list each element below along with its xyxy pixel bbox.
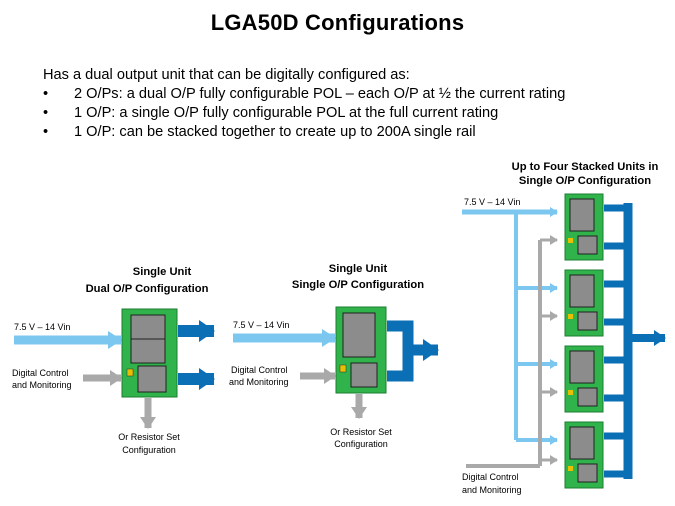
controller-chip — [577, 311, 598, 331]
bullet-marker: • — [43, 86, 49, 102]
diagram1-control-label-line1: Digital Control — [12, 368, 69, 378]
intro-text: Has a dual output unit that can be digit… — [43, 67, 410, 83]
bullet-text: 1 O/P: a single O/P fully configurable P… — [74, 105, 499, 121]
diagram2-resistor-label-line2: Configuration — [334, 439, 388, 449]
bullet-text: 1 O/P: can be stacked together to create… — [74, 124, 476, 140]
diagram3-vin-label: 7.5 V – 14 Vin — [464, 197, 520, 207]
diagram2-resistor-label-line1: Or Resistor Set — [330, 427, 392, 437]
diagram1-vin-label: 7.5 V – 14 Vin — [14, 322, 70, 332]
stacked-unit — [564, 269, 628, 337]
component-small — [339, 364, 347, 373]
output-bus — [387, 320, 414, 382]
diagram3-title-line1: Up to Four Stacked Units in — [512, 161, 659, 173]
component-small — [568, 314, 573, 319]
stacked-unit — [564, 193, 628, 261]
slide-title: LGA50D Configurations — [210, 10, 465, 35]
diagram-single-unit-dual-output: Single Unit Dual O/P Configuration 7.5 V… — [12, 266, 215, 455]
inductor-chip — [342, 312, 376, 358]
controller-chip — [577, 463, 598, 483]
stacked-unit — [564, 345, 628, 413]
diagram-single-unit-single-output: Single Unit Single O/P Configuration 7.5… — [229, 263, 439, 449]
controller-chip — [137, 365, 167, 393]
bullet-item: • 2 O/Ps: a dual O/P fully configurable P… — [43, 85, 565, 104]
diagram3-control-label-line1: Digital Control — [462, 472, 519, 482]
diagram2-title-line2: Single O/P Configuration — [292, 279, 424, 291]
bullet-text: 2 O/Ps: a dual O/P fully configurable PO… — [74, 86, 566, 102]
controller-chip — [577, 387, 598, 407]
inductor-chip — [569, 426, 595, 460]
diagram2-title-line1: Single Unit — [329, 263, 388, 275]
component-small — [568, 238, 573, 243]
diagram1-title-line1: Single Unit — [133, 266, 192, 278]
bullet-item: • 1 O/P: a single O/P fully configurable … — [43, 104, 565, 123]
diagram2-vin-label: 7.5 V – 14 Vin — [233, 320, 289, 330]
controller-chip — [350, 362, 378, 388]
diagram3-title-line2: Single O/P Configuration — [519, 175, 651, 187]
inductor-chip — [569, 198, 595, 232]
component-small — [126, 368, 134, 377]
component-small — [568, 390, 573, 395]
diagram2-control-label-line1: Digital Control — [231, 365, 288, 375]
controller-chip — [577, 235, 598, 255]
component-small — [568, 466, 573, 471]
diagram2-control-label-line2: and Monitoring — [229, 377, 289, 387]
diagram1-resistor-label-line1: Or Resistor Set — [118, 432, 180, 442]
inductor-chip — [569, 274, 595, 308]
diagram1-title-line2: Dual O/P Configuration — [86, 283, 209, 295]
diagram3-control-label-line2: and Monitoring — [462, 485, 522, 495]
stacked-unit — [564, 421, 628, 489]
bullet-marker: • — [43, 105, 49, 121]
bullet-list: • 2 O/Ps: a dual O/P fully configurable P… — [43, 85, 565, 142]
diagram-four-stacked-units: Up to Four Stacked Units in Single O/P C… — [462, 161, 666, 495]
diagram1-control-label-line2: and Monitoring — [12, 380, 72, 390]
bullet-marker: • — [43, 124, 49, 140]
diagram1-resistor-label-line2: Configuration — [122, 445, 176, 455]
inductor-chip — [569, 350, 595, 384]
bullet-item: • 1 O/P: can be stacked together to creat… — [43, 123, 565, 142]
